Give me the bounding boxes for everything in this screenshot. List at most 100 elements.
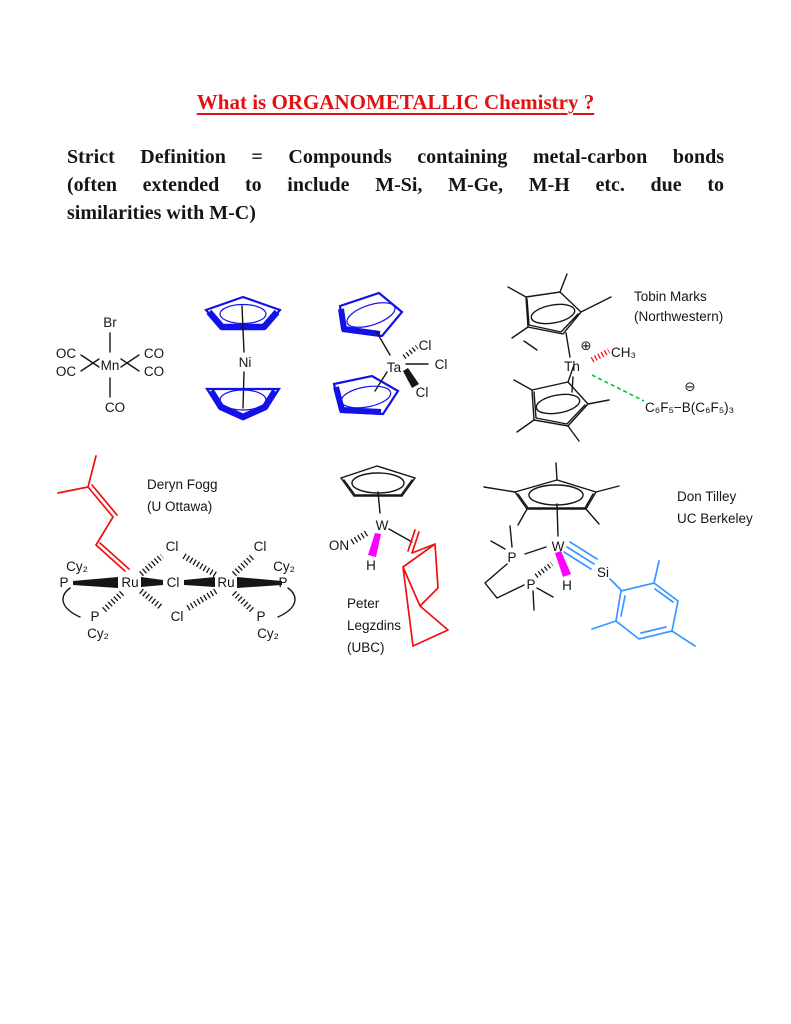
ru-cl-hashed-bond: [231, 554, 255, 577]
cl-label: Cl: [171, 609, 184, 624]
cy2-label: Cy₂: [273, 559, 295, 574]
th-cp-bond: [571, 376, 574, 393]
mesityl-double-bonds: [620, 588, 674, 634]
vinylcarbene-ligand: [57, 455, 130, 572]
ta-label: Ta: [387, 360, 402, 375]
cl-label: Cl: [435, 357, 448, 372]
br-label: Br: [103, 315, 117, 330]
mn-bonds: [80, 332, 140, 398]
cl-ru-hashed-bond: [186, 588, 218, 611]
cpstar-ring-bottom: [531, 381, 589, 427]
cy2-label: Cy₂: [257, 626, 279, 641]
p-ru-wedge-bond: [73, 577, 118, 588]
ru-cl-hashed-bond: [139, 553, 164, 577]
structure-w-silylyne-tilley: W P P H Si Don Tilley UC Berkeley: [483, 462, 753, 647]
structure-nickelocene: Ni: [204, 295, 282, 421]
w-cp-bond: [556, 503, 559, 537]
cp-ring-top-circle: [346, 302, 396, 328]
cp-ring-circle: [351, 472, 405, 494]
th-cp-bond: [565, 332, 571, 358]
w-allyl-bond: [388, 528, 413, 543]
hydride-label: H: [562, 578, 572, 593]
definition-paragraph: Strict Definition = Compounds containing…: [67, 143, 724, 227]
minus-charge-icon: ⊖: [684, 379, 695, 394]
mesityl-ring: [615, 582, 679, 640]
structure-ru-dimer-fogg: Cy₂ P Ru Cl Cl Cl Ru Cl P Cy₂ P Cy₂ P Cy…: [57, 455, 296, 641]
th-label: Th: [564, 359, 580, 374]
co-label: CO: [105, 400, 125, 415]
cl-label: Cl: [166, 539, 179, 554]
ni-label: Ni: [239, 355, 252, 370]
cy2-label: Cy₂: [66, 559, 88, 574]
si-label: Si: [597, 565, 609, 580]
ru-p-wedge-bond: [237, 577, 282, 588]
credit-name: Don Tilley: [677, 489, 737, 504]
structure-cp2tacl3: Ta Cl Cl Cl: [332, 291, 448, 416]
cpstar-bottom-methyls: [513, 364, 610, 442]
w-label: W: [552, 539, 565, 554]
hydride-label: H: [366, 558, 376, 573]
cpstar-ring-top-circle: [530, 303, 576, 325]
w-si-triple-bond: [563, 541, 598, 570]
methyl-label: CH₃: [611, 345, 636, 360]
cl-label: Cl: [254, 539, 267, 554]
ru-cl-hashed-bond: [139, 588, 164, 611]
credit-name: Tobin Marks: [634, 289, 707, 304]
ta-cp-bond: [375, 330, 391, 356]
credit-name: Peter: [347, 596, 380, 611]
mn-label: Mn: [101, 358, 120, 373]
cl-label: Cl: [416, 385, 429, 400]
cp-ring-bottom-circle: [340, 385, 392, 409]
nitrosyl-label: ON: [329, 538, 349, 553]
ru-label: Ru: [121, 575, 138, 590]
credit-name: Legzdins: [347, 618, 401, 633]
cpstar-ring-bottom-front-edge: [533, 391, 586, 425]
cpstar-top-methyls: [507, 273, 612, 351]
ru-cl-wedge-bond: [141, 577, 163, 587]
cpstar-ring-bottom-circle: [535, 393, 581, 415]
cpstar-methyls: [483, 462, 620, 526]
credit-affiliation: (UBC): [347, 640, 385, 655]
cl-ru-wedge-bond: [184, 577, 215, 587]
credit-affiliation: (U Ottawa): [147, 499, 212, 514]
structure-thorium-methyl-borate: Th ⊕ CH₃ ⊖ C₆F₅−B(C₆F₅)₃ Tobin Marks (No…: [507, 273, 734, 442]
chelate-brackets: [62, 587, 296, 618]
co-label: CO: [144, 346, 164, 361]
cy2-label: Cy₂: [87, 626, 109, 641]
p-label: P: [526, 577, 535, 592]
ru-p-hashed-bond: [100, 590, 125, 614]
plus-charge-icon: ⊕: [580, 338, 591, 353]
p-w-hashed-bond: [534, 562, 554, 578]
w-h-wedge-bond: [368, 533, 381, 557]
ru-p-hashed-bond: [231, 590, 256, 614]
p-label: P: [59, 575, 68, 590]
cl-label: Cl: [419, 338, 432, 353]
oc-label: OC: [56, 346, 77, 361]
cp-ring-bottom-front-edge: [208, 389, 278, 421]
th-methyl-hashed-bond: [590, 348, 611, 363]
cl-label: Cl: [167, 575, 180, 590]
cp-ring-bottom-circle: [219, 389, 267, 411]
mesityl-methyls: [591, 560, 696, 647]
credit-name: Deryn Fogg: [147, 477, 218, 492]
dmpe-backbone: [484, 563, 525, 599]
ta-cp-bond: [374, 371, 388, 392]
p-label: P: [278, 575, 287, 590]
phosphine-methyls: [490, 525, 554, 611]
p-label: P: [256, 609, 265, 624]
p-label: P: [507, 550, 516, 565]
w-label: W: [376, 518, 389, 533]
w-h-wedge-bond: [555, 551, 571, 577]
p-label: P: [90, 609, 99, 624]
credit-affiliation: (Northwestern): [634, 309, 723, 324]
definition-line: Strict Definition = Compounds containing…: [67, 146, 724, 168]
structure-mn-co5-br: Br Mn OC OC CO CO CO: [56, 315, 164, 415]
borate-label: C₆F₅−B(C₆F₅)₃: [645, 400, 734, 415]
oc-label: OC: [56, 364, 77, 379]
w-p-bond: [524, 546, 547, 555]
chemical-structures-figure: Br Mn OC OC CO CO CO Ni Ta Cl: [56, 273, 753, 655]
credit-affiliation: UC Berkeley: [677, 511, 753, 526]
cp-ring-top-front-edge: [338, 308, 381, 337]
cyclooctenyl-ligand: [402, 529, 449, 647]
